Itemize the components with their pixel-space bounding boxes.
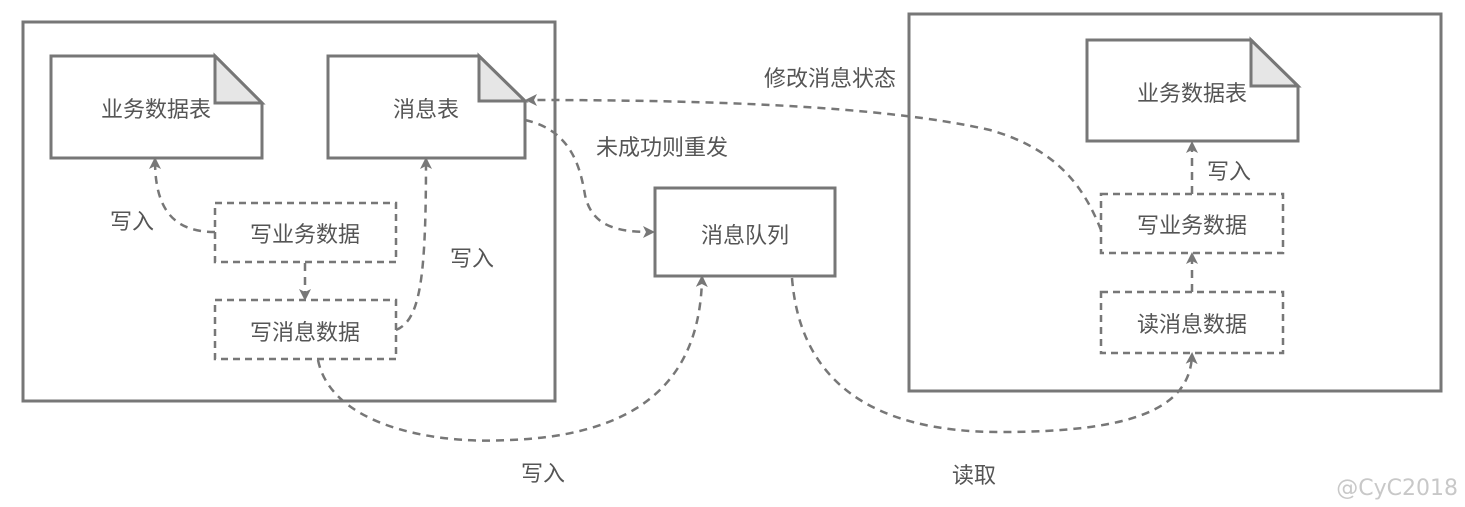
arrow-write-message-to-queue — [316, 275, 708, 442]
right-write-business-data-box: 写业务数据 — [1099, 192, 1285, 255]
left-message-table-label: 消息表 — [393, 98, 459, 123]
label-write-business: 写入 — [110, 210, 154, 235]
left-message-table-doc: 消息表 — [326, 52, 529, 160]
watermark: @CyC2018 — [1336, 476, 1458, 501]
label-queue-read: 读取 — [952, 464, 996, 489]
left-write-business-data-label: 写业务数据 — [250, 223, 360, 248]
label-write-message: 写入 — [450, 247, 494, 272]
label-right-write: 写入 — [1207, 160, 1251, 185]
arrow-update-message-status — [525, 94, 1103, 231]
left-business-table-doc: 业务数据表 — [49, 52, 266, 160]
label-queue-write: 写入 — [521, 462, 565, 487]
right-business-table-label: 业务数据表 — [1137, 82, 1247, 107]
message-queue-box: 消息队列 — [653, 186, 837, 278]
right-write-business-data-label: 写业务数据 — [1137, 214, 1247, 239]
label-update-status: 修改消息状态 — [764, 67, 896, 92]
left-write-business-data-box: 写业务数据 — [213, 201, 398, 264]
left-write-message-data-label: 写消息数据 — [250, 321, 360, 346]
right-read-message-data-box: 读消息数据 — [1099, 290, 1285, 355]
right-read-message-data-label: 读消息数据 — [1137, 313, 1247, 338]
arrow-message-table-to-queue-retry — [524, 118, 655, 238]
left-business-table-label: 业务数据表 — [101, 98, 211, 123]
right-business-table-doc: 业务数据表 — [1085, 36, 1302, 143]
left-write-message-data-box: 写消息数据 — [213, 298, 398, 361]
message-queue-label: 消息队列 — [701, 224, 789, 249]
arrow-queue-to-read-message — [790, 277, 1198, 434]
label-retry: 未成功则重发 — [596, 136, 728, 161]
